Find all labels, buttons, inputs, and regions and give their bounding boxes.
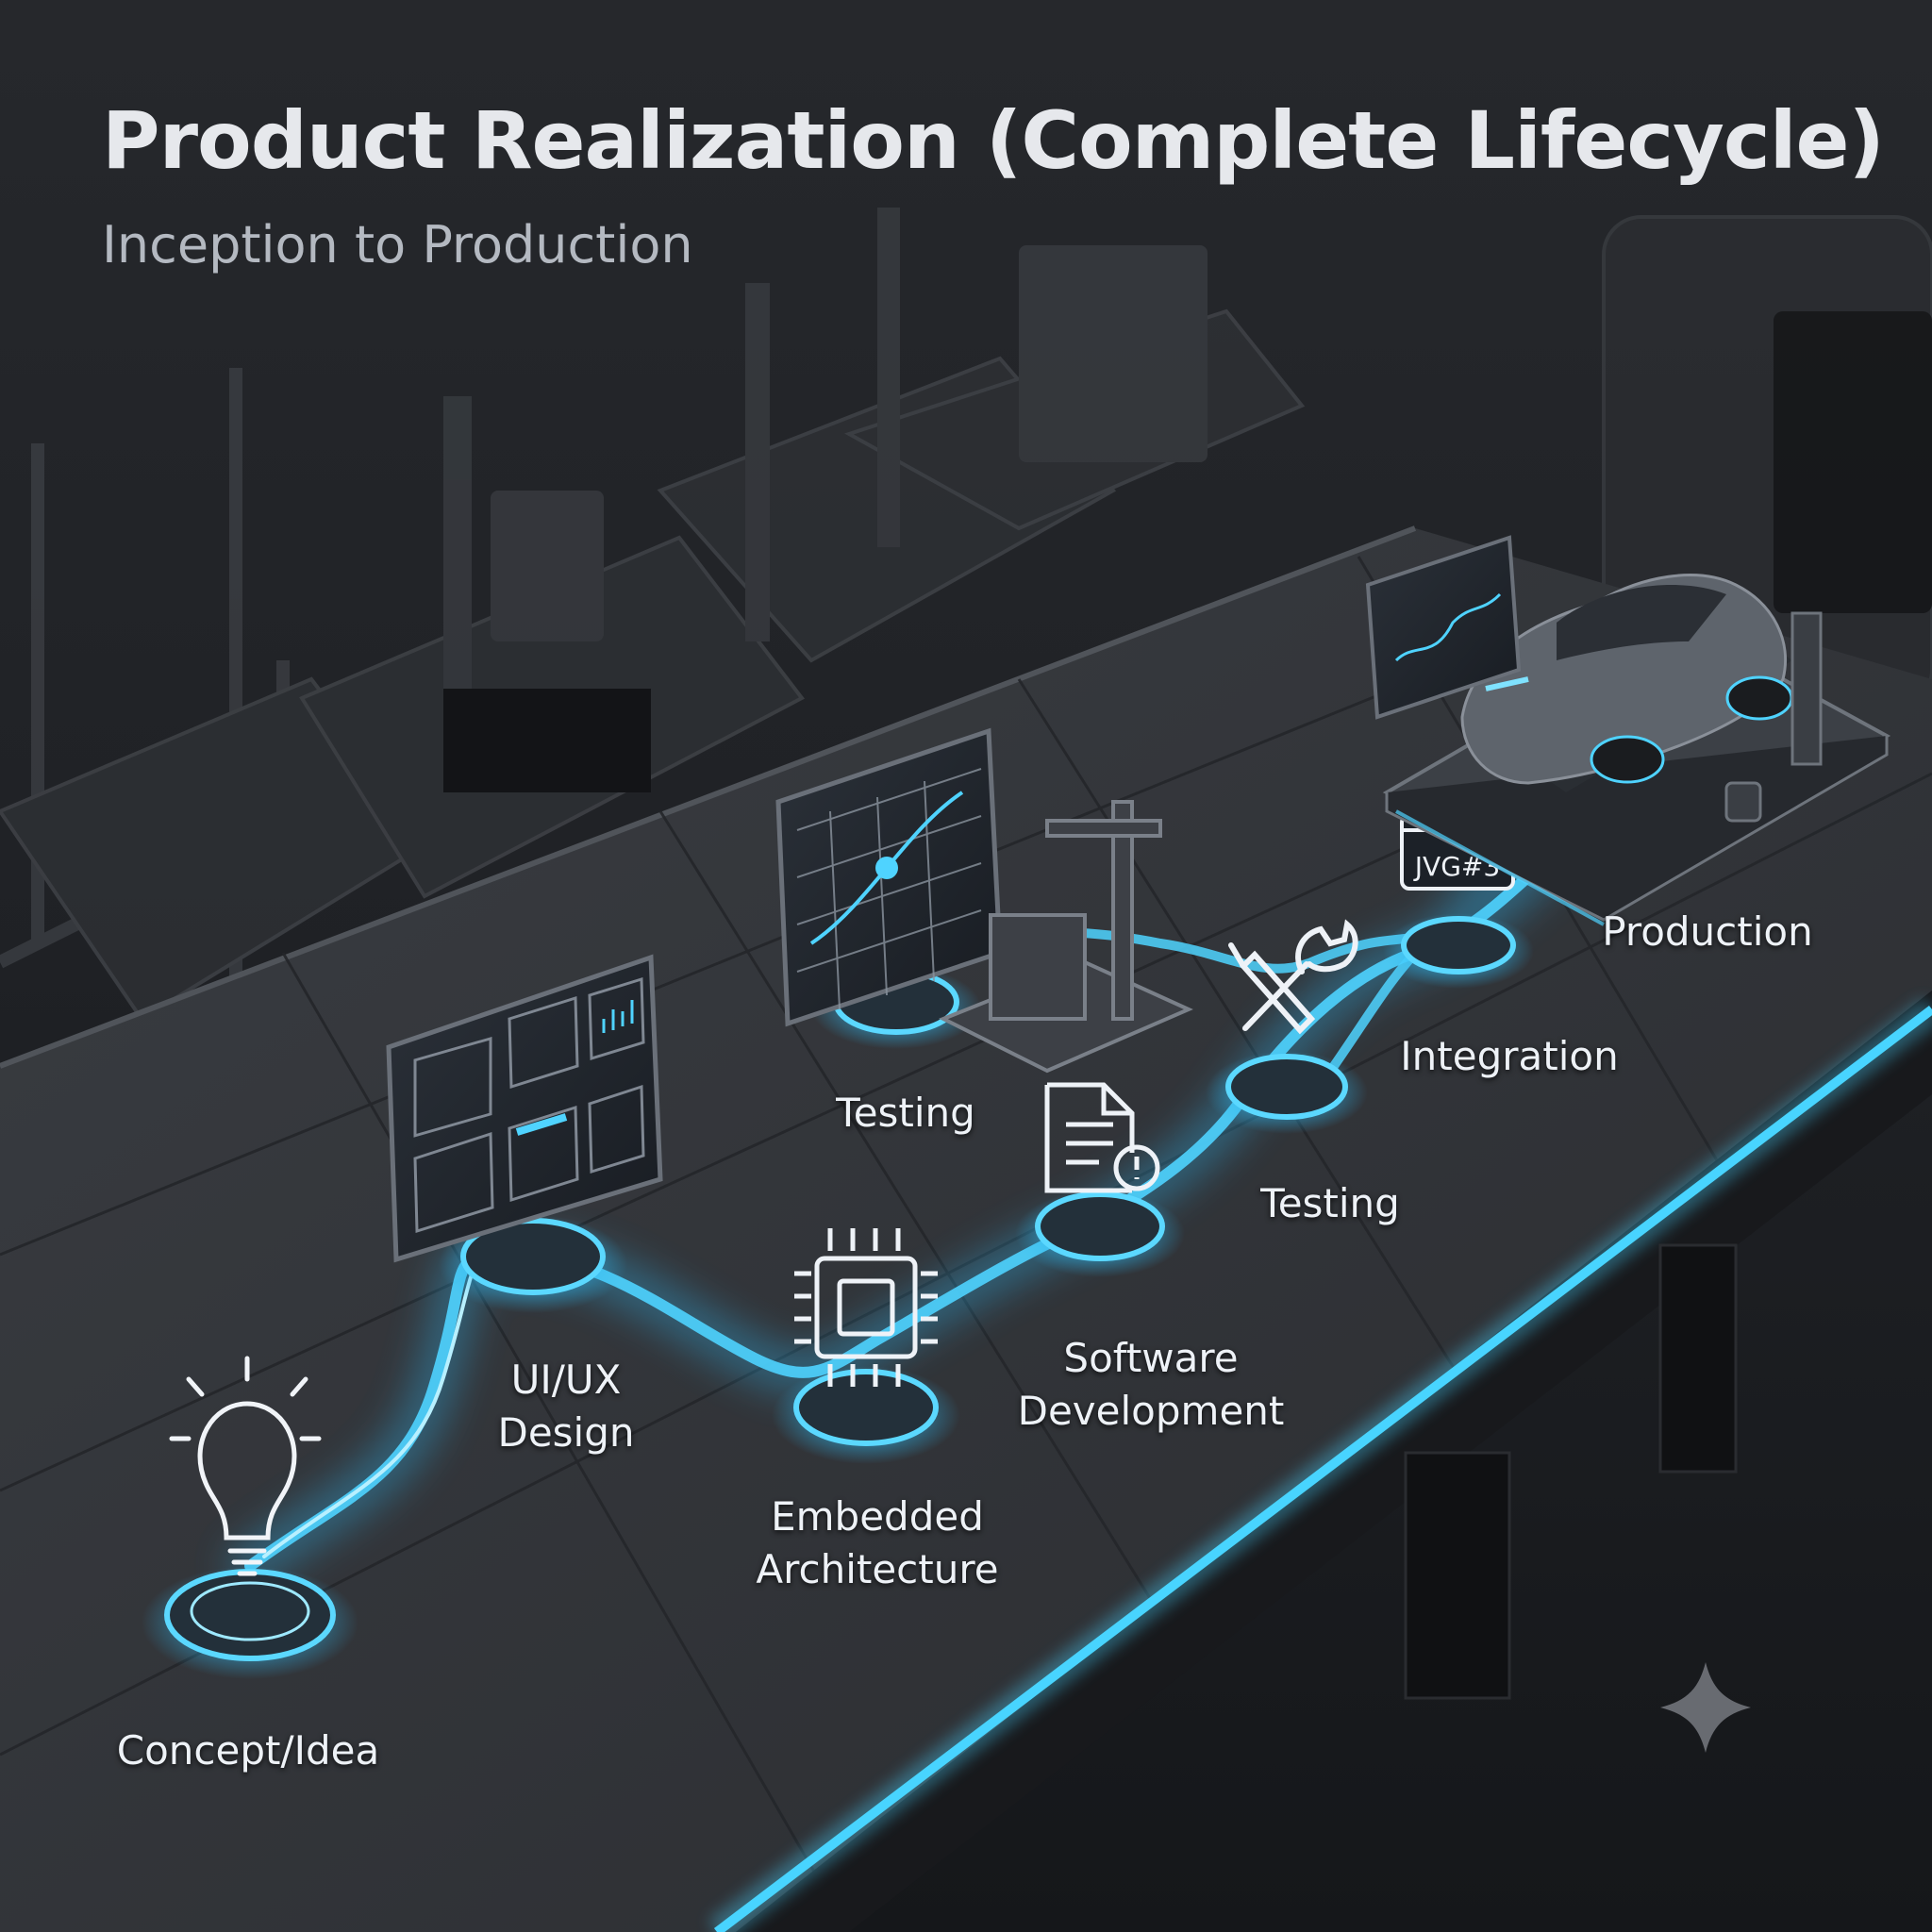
label-line: UI/UX bbox=[510, 1357, 622, 1403]
label-testing: Testing bbox=[1236, 1177, 1424, 1230]
chip-icon bbox=[794, 1228, 938, 1387]
stage-nodes bbox=[142, 913, 1534, 1679]
page-subtitle: Inception to Production bbox=[102, 215, 693, 275]
label-line: Architecture bbox=[756, 1546, 999, 1592]
label-line: Production bbox=[1602, 908, 1813, 955]
label-integration: Integration bbox=[1387, 1030, 1632, 1083]
label-software: Software Development bbox=[1009, 1332, 1292, 1438]
label-line: Integration bbox=[1400, 1033, 1619, 1079]
label-line: Development bbox=[1017, 1388, 1285, 1434]
node-integration bbox=[1383, 913, 1534, 989]
node-embedded bbox=[772, 1366, 960, 1464]
wrench-screwdriver-icon bbox=[1228, 919, 1358, 1035]
label-concept: Concept/Idea bbox=[102, 1724, 394, 1777]
label-testing-lab: Testing bbox=[811, 1087, 1000, 1140]
label-line: Software bbox=[1063, 1335, 1239, 1381]
label-line: Design bbox=[497, 1409, 635, 1456]
label-line: Testing bbox=[836, 1090, 975, 1136]
label-uiux: UI/UX Design bbox=[472, 1354, 660, 1459]
node-testing bbox=[1206, 1051, 1368, 1134]
label-embedded: Embedded Architecture bbox=[736, 1491, 1019, 1596]
label-production: Production bbox=[1585, 906, 1830, 958]
node-concept bbox=[142, 1566, 358, 1679]
test-rig-icon bbox=[775, 727, 1193, 1074]
background-machinery bbox=[0, 208, 1932, 1022]
node-uiux bbox=[439, 1215, 627, 1313]
page-title: Product Realization (Complete Lifecycle) bbox=[102, 94, 1885, 187]
node-software bbox=[1015, 1191, 1185, 1277]
lightbulb-icon bbox=[169, 1356, 322, 1576]
sparkle-watermark bbox=[1660, 1662, 1751, 1753]
label-line: Concept/Idea bbox=[116, 1727, 380, 1774]
car-platform-icon bbox=[1365, 535, 1891, 926]
document-alert-icon bbox=[1044, 1082, 1160, 1193]
label-line: Embedded bbox=[771, 1493, 984, 1540]
label-line: Testing bbox=[1260, 1180, 1400, 1226]
wireframe-tablet-icon bbox=[386, 954, 663, 1263]
